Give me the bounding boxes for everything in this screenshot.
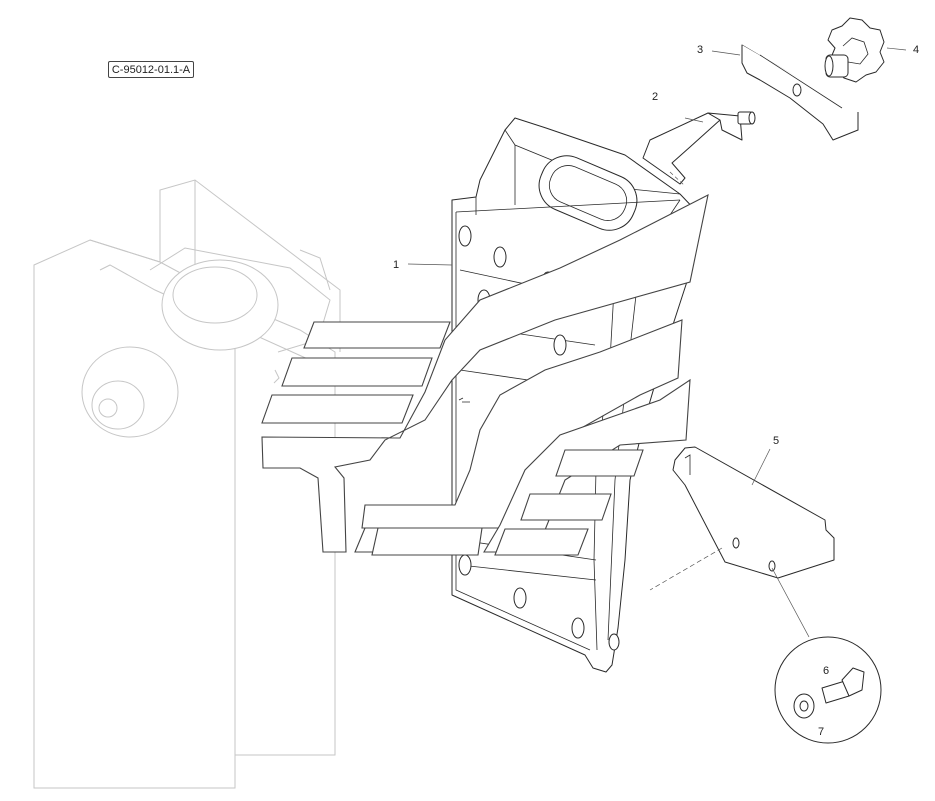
leader-lines [407, 47, 907, 638]
callout-6: 6 [823, 665, 829, 677]
part-2-bracket [642, 111, 756, 185]
part-3-plate [741, 44, 859, 141]
callout-3: 3 [697, 44, 703, 56]
part-5-plate [672, 446, 835, 579]
callouts: 1 2 3 4 5 6 7 [393, 44, 919, 738]
drawing-reference-label: C-95012-01.1-A [108, 61, 194, 78]
callout-7: 7 [818, 726, 824, 738]
background-machine-body [33, 179, 341, 789]
callout-2: 2 [652, 91, 658, 103]
watermark-logo [261, 193, 709, 556]
callout-1: 1 [393, 259, 399, 271]
part-4-knob [824, 17, 885, 83]
callout-4: 4 [913, 44, 919, 56]
detail-circle [774, 636, 882, 744]
callout-5: 5 [773, 435, 779, 447]
